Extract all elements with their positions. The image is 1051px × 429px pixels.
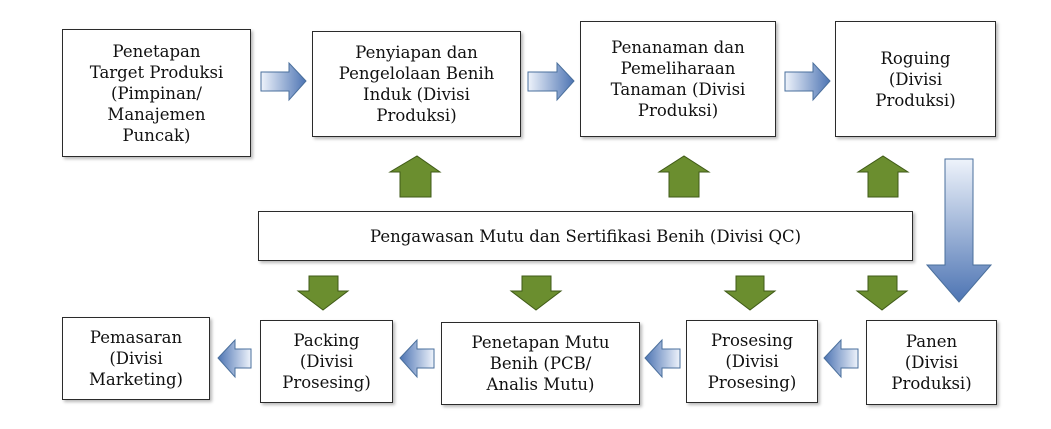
node-pengawasan-mutu: Pengawasan Mutu dan Sertifikasi Benih (D…: [258, 211, 913, 261]
node-penanaman: Penanaman dan Pemeliharaan Tanaman (Divi…: [580, 21, 776, 137]
node-label: Roguing (Divisi Produksi): [875, 48, 956, 110]
flow-arrow-right-1: [260, 61, 307, 102]
node-packing: Packing (Divisi Prosesing): [260, 320, 393, 403]
flow-arrow-left-1: [823, 338, 859, 379]
flow-arrow-down: [925, 158, 993, 303]
node-penetapan-target: Penetapan Target Produksi (Pimpinan/ Man…: [62, 29, 251, 157]
qc-arrow-down-1: [296, 275, 350, 311]
qc-arrow-up-3: [856, 155, 910, 198]
node-label: Packing (Divisi Prosesing): [282, 331, 371, 392]
node-roguing: Roguing (Divisi Produksi): [835, 21, 996, 137]
node-panen: Panen (Divisi Produksi): [866, 320, 997, 405]
qc-arrow-up-1: [388, 155, 442, 198]
node-label: Penanaman dan Pemeliharaan Tanaman (Divi…: [610, 38, 746, 120]
node-pemasaran: Pemasaran (Divisi Marketing): [62, 317, 210, 400]
qc-arrow-down-4: [855, 275, 909, 311]
node-label: Panen (Divisi Produksi): [891, 332, 972, 393]
node-label: Penetapan Mutu Benih (PCB/ Analis Mutu): [471, 333, 610, 394]
node-label: Pengawasan Mutu dan Sertifikasi Benih (D…: [369, 226, 802, 246]
node-label: Pemasaran (Divisi Marketing): [89, 328, 183, 389]
node-label: Penetapan Target Produksi (Pimpinan/ Man…: [89, 41, 224, 145]
qc-arrow-down-2: [509, 275, 563, 311]
qc-arrow-down-3: [723, 275, 777, 311]
flow-arrow-left-4: [217, 338, 252, 379]
node-penyiapan-benih: Penyiapan dan Pengelolaan Benih Induk (D…: [312, 31, 521, 137]
qc-arrow-up-2: [657, 155, 711, 198]
flow-arrow-right-2: [527, 61, 575, 102]
flow-arrow-left-3: [399, 338, 435, 379]
node-penetapan-mutu: Penetapan Mutu Benih (PCB/ Analis Mutu): [441, 322, 640, 405]
node-prosesing: Prosesing (Divisi Prosesing): [686, 320, 818, 403]
flow-arrow-left-2: [644, 338, 681, 379]
flow-arrow-right-3: [784, 61, 831, 102]
node-label: Prosesing (Divisi Prosesing): [707, 331, 797, 392]
node-label: Penyiapan dan Pengelolaan Benih Induk (D…: [338, 43, 495, 125]
